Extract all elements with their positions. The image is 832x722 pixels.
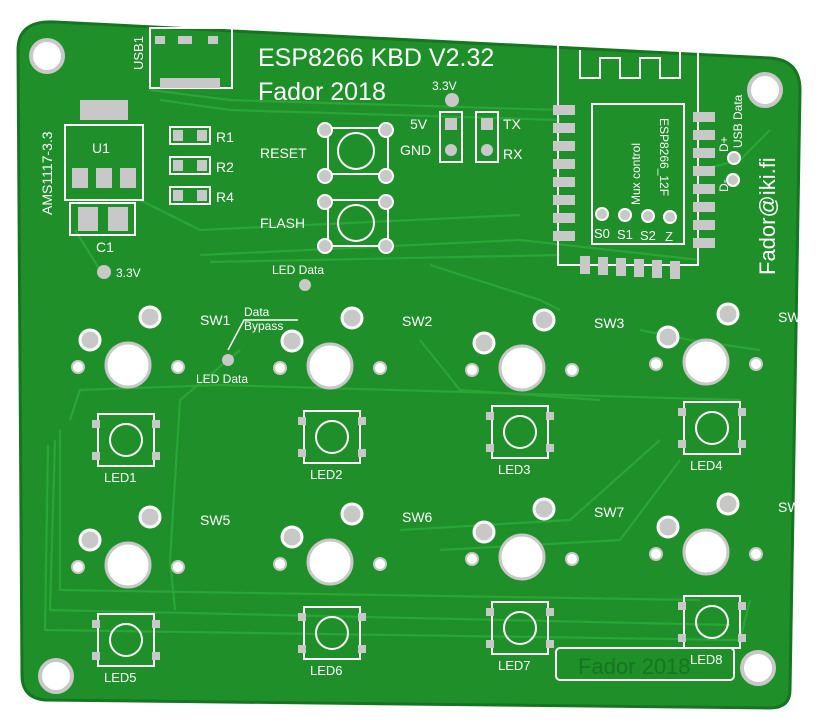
switch-label-6: SW6 [402, 509, 433, 525]
switch-2: SW2 [273, 306, 433, 390]
reset-label: RESET [260, 145, 307, 161]
switch-1: SW1 [71, 305, 231, 389]
switch-label-5: SW5 [200, 512, 231, 528]
r4-label: R4 [216, 189, 234, 205]
bypass-label: Bypass [244, 319, 283, 333]
usb-label: USB1 [131, 36, 146, 70]
usb-connector [149, 27, 233, 89]
signature-box [555, 647, 735, 681]
led-3: LED3 [486, 405, 554, 477]
test-pad-3v3 [97, 265, 111, 279]
pcb-body [16, 20, 802, 710]
u1-label: U1 [92, 140, 110, 156]
switch-label-1: SW1 [200, 312, 231, 328]
led-1: LED1 [92, 413, 160, 485]
board-subtitle: Fador 2018 [258, 78, 386, 106]
led-label-7: LED7 [498, 658, 531, 673]
gnd-label: GND [400, 142, 431, 158]
c1-label: C1 [96, 239, 114, 255]
usbdata-label: USB Data [731, 94, 745, 148]
esp-label: ESP8266_12F [657, 118, 671, 196]
copper-traces [43, 88, 771, 642]
s2-label: S2 [640, 228, 656, 243]
led-label-2: LED2 [310, 467, 343, 482]
board-title: ESP8266 KBD V2.32 [258, 44, 494, 72]
s1-label: S1 [617, 227, 633, 242]
led-label-3: LED3 [498, 462, 531, 477]
regulator-u1 [64, 100, 144, 201]
switch-3: SW3 [465, 308, 625, 392]
z-label: Z [665, 229, 673, 244]
switch-label-8: SW8 [778, 499, 809, 515]
data-label: Data [244, 305, 270, 319]
bypass-jumper [227, 319, 298, 351]
led-4: LED4 [678, 401, 746, 473]
s0-label: S0 [594, 226, 610, 241]
led-label-8: LED8 [690, 652, 723, 667]
tx-label: TX [503, 116, 522, 132]
dminus-label: D- [717, 179, 731, 192]
switch-label-7: SW7 [594, 504, 625, 520]
mux-pads [595, 207, 677, 224]
usb-data-pads [726, 151, 741, 187]
power-header [439, 111, 463, 163]
led-data-label-b: LED Data [196, 372, 248, 386]
switch-label-2: SW2 [402, 313, 433, 329]
switch-5: SW5 [71, 505, 231, 589]
email-label: Fador@iki.fi [755, 157, 780, 275]
capacitor-c1 [69, 202, 136, 236]
led-data-pad-b [222, 354, 234, 366]
switch-label-3: SW3 [594, 315, 625, 331]
switch-label-4: SW4 [778, 309, 809, 325]
5v-label: 5V [410, 116, 428, 132]
esp8266-module [553, 44, 715, 279]
signature-text: Fador 2018 [578, 654, 691, 679]
led-2: LED2 [298, 410, 366, 482]
led-label-1: LED1 [104, 470, 137, 485]
dplus-label: D+ [717, 136, 731, 152]
mux-label: Mux control [629, 143, 643, 205]
led-6: LED6 [298, 606, 366, 678]
switch-6: SW6 [273, 502, 433, 586]
mounting-holes [29, 38, 783, 694]
flash-button-footprint [317, 194, 394, 254]
led-7: LED7 [486, 601, 554, 673]
r2-label: R2 [216, 159, 234, 175]
led-data-label-a: LED Data [272, 263, 324, 277]
resistors [169, 126, 211, 205]
switch-4: SW4 [649, 302, 809, 386]
led-label-5: LED5 [104, 670, 137, 685]
switch-7: SW7 [465, 497, 625, 581]
led-label-4: LED4 [690, 458, 723, 473]
flash-label: FLASH [260, 215, 305, 231]
v33-label-a: 3.3V [116, 266, 141, 280]
reset-button-footprint [317, 122, 394, 184]
led-data-pad-a [299, 279, 311, 291]
rx-label: RX [503, 146, 523, 162]
r1-label: R1 [216, 129, 234, 145]
led-5: LED5 [92, 613, 160, 685]
v33-label-b: 3.3V [432, 79, 457, 93]
serial-header [475, 111, 499, 163]
switch-8: SW8 [649, 492, 809, 576]
test-pad-3v3-b [445, 93, 459, 107]
ams-label: AMS1117-3.3 [39, 131, 55, 215]
led-label-6: LED6 [310, 663, 343, 678]
